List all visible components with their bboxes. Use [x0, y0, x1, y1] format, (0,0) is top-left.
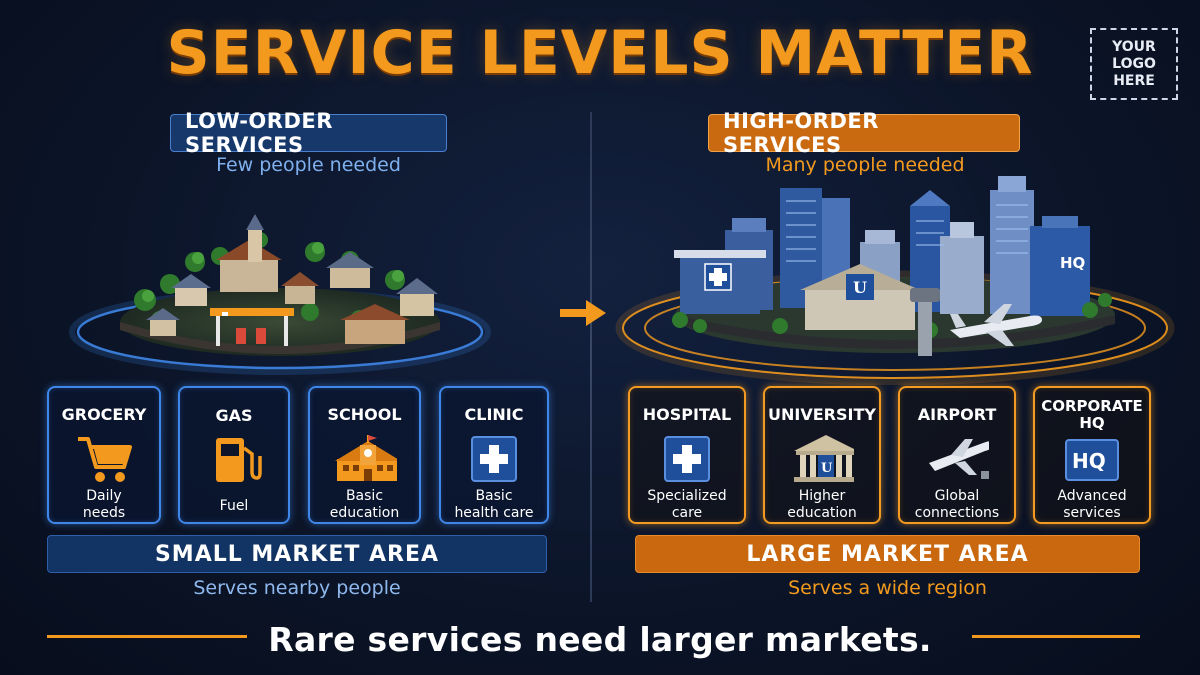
- airplane-icon: [929, 439, 989, 480]
- university-icon: U: [794, 435, 854, 483]
- card-title: HOSPITAL: [642, 405, 732, 425]
- center-divider: [590, 112, 592, 602]
- logo-line-2: LOGO: [1112, 55, 1156, 72]
- university-card: UNIVERSITY U Higher education: [763, 386, 881, 524]
- airport-card: AIRPORT Global connections: [898, 386, 1016, 524]
- tagline-rule-right: [972, 635, 1140, 638]
- city-illustration: HQ U: [615, 176, 1175, 385]
- card-description: Basic health care: [454, 488, 533, 522]
- page-title: SERVICE LEVELS MATTER: [166, 18, 1034, 88]
- card-desc-line-1: Basic: [475, 488, 513, 504]
- low-order-subheading: Few people needed: [216, 154, 401, 176]
- hq-building-label: HQ: [1060, 254, 1085, 272]
- card-desc-line-1: Higher: [798, 488, 846, 504]
- high-order-subheading: Many people needed: [765, 154, 965, 176]
- svg-text:HQ: HQ: [1072, 449, 1106, 473]
- svg-text:U: U: [821, 461, 833, 476]
- small-town-illustration: [69, 214, 491, 375]
- card-description: Global connections: [915, 488, 999, 522]
- card-description: Specialized care: [647, 488, 726, 522]
- card-desc-line-2: education: [787, 505, 857, 521]
- card-desc-line-2: education: [329, 505, 400, 521]
- card-title: CLINIC: [464, 405, 524, 425]
- university-building-label: U: [853, 278, 867, 297]
- card-desc-line-2: care: [671, 505, 703, 521]
- card-desc-line-2: needs: [82, 505, 126, 521]
- arrow-right-icon: [560, 300, 606, 326]
- logo-line-1: YOUR: [1112, 38, 1156, 55]
- school-icon: [334, 435, 397, 482]
- card-desc-line-2: services: [1063, 505, 1121, 521]
- shopping-cart-icon: [78, 437, 132, 483]
- card-title: SCHOOL: [327, 405, 402, 425]
- medical-cross-icon: [471, 436, 517, 483]
- card-desc-line-2: connections: [914, 505, 1000, 521]
- tagline: Rare services need larger markets.: [268, 620, 932, 659]
- card-desc-line-1: Specialized: [647, 488, 727, 504]
- hq-icon: HQ: [1065, 439, 1119, 481]
- card-description: Fuel: [219, 498, 249, 514]
- corporate-hq-card: CORPORATE HQ HQ Advanced services: [1033, 386, 1151, 524]
- card-desc-line-1: Daily: [86, 488, 122, 504]
- card-title-line-1: CORPORATE: [1041, 397, 1143, 415]
- gas-card: GAS Fuel: [178, 386, 290, 524]
- card-desc-line-1: Basic: [345, 488, 384, 504]
- card-title: GROCERY: [61, 405, 147, 425]
- school-card: SCHOOL Basic education: [308, 386, 421, 524]
- hospital-card: HOSPITAL Specialized care: [628, 386, 746, 524]
- logo-placeholder: YOUR LOGO HERE: [1090, 28, 1178, 100]
- card-description: Basic education: [330, 488, 399, 522]
- card-title-line-2: HQ: [1079, 414, 1105, 432]
- clinic-card: CLINIC Basic health care: [439, 386, 549, 524]
- card-desc-line-1: Advanced: [1057, 488, 1127, 504]
- card-desc-line-2: health care: [454, 505, 534, 521]
- card-title: UNIVERSITY: [768, 405, 876, 425]
- low-order-heading: LOW-ORDER SERVICES: [170, 109, 447, 157]
- card-desc-line-1: Global: [934, 488, 980, 504]
- fuel-pump-icon: [216, 438, 262, 482]
- high-order-heading: HIGH-ORDER SERVICES: [708, 109, 1020, 157]
- small-market-caption: Serves nearby people: [193, 577, 401, 599]
- card-title: AIRPORT: [917, 405, 997, 425]
- card-description: Daily needs: [83, 488, 125, 522]
- grocery-card: GROCERY Daily needs: [47, 386, 161, 524]
- card-title: CORPORATE HQ: [1041, 398, 1143, 432]
- large-market-area-banner: LARGE MARKET AREA: [635, 535, 1140, 573]
- tagline-rule-left: [47, 635, 247, 638]
- card-title: GAS: [215, 405, 253, 425]
- card-description: Advanced services: [1057, 488, 1126, 522]
- large-market-caption: Serves a wide region: [788, 577, 987, 599]
- small-market-area-banner: SMALL MARKET AREA: [47, 535, 547, 573]
- logo-line-3: HERE: [1113, 72, 1155, 89]
- card-description: Higher education: [787, 488, 856, 522]
- hospital-cross-icon: [664, 436, 710, 483]
